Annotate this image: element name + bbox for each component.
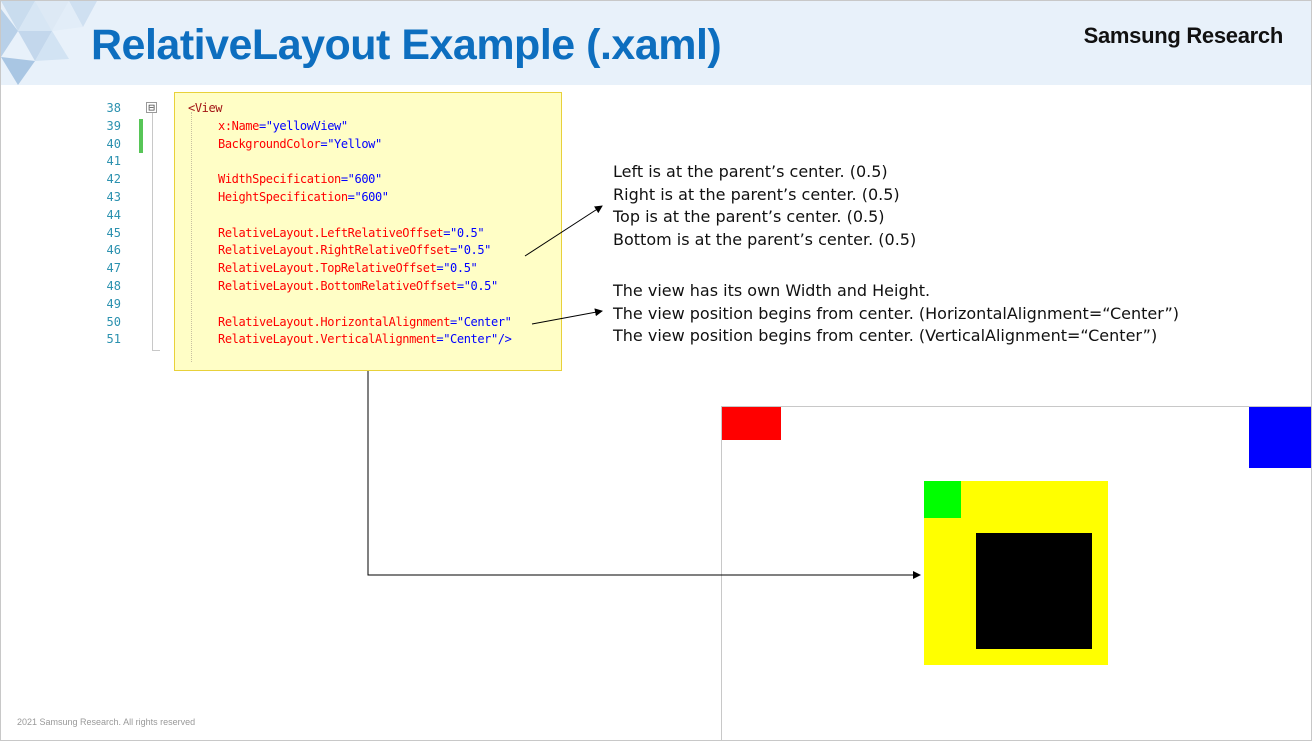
code-token: "600" (347, 172, 383, 187)
code-token: RelativeLayout.RightRelativeOffset (218, 243, 451, 258)
code-token: = (340, 172, 348, 187)
code-line: WidthSpecification="600" (218, 170, 382, 188)
line-number: 50 (106, 314, 121, 329)
explanation-line: Right is at the parent’s center. (0.5) (613, 184, 900, 204)
green-view (924, 481, 961, 518)
line-number: 39 (106, 118, 121, 133)
line-number: 40 (106, 136, 121, 151)
explanation-line: Top is at the parent’s center. (0.5) (613, 207, 885, 226)
code-token: "0.5" (456, 243, 492, 258)
code-line: x:Name="yellowView" (218, 117, 348, 135)
code-token: "600" (354, 190, 390, 204)
explanation-line: The view position begins from center. (V… (613, 326, 1158, 345)
code-token: "0.5" (450, 225, 485, 240)
explanation-line: The view position begins from center. (H… (613, 303, 1179, 323)
line-number: 42 (106, 172, 121, 187)
line-number: 44 (106, 207, 121, 222)
code-token: RelativeLayout.TopRelativeOffset (218, 261, 437, 276)
code-token: BackgroundColor (218, 136, 321, 151)
code-token: RelativeLayout.LeftRelativeOffset (218, 225, 444, 240)
copyright-footer: 2021 Samsung Research. All rights reserv… (17, 717, 196, 727)
line-number: 43 (106, 189, 121, 204)
layout-preview (721, 406, 1311, 740)
code-line: BackgroundColor="Yellow" (218, 135, 382, 153)
code-token: <View (188, 101, 223, 115)
code-token: RelativeLayout.VerticalAlignment (218, 332, 437, 347)
line-number: 46 (106, 243, 121, 258)
code-token: = (347, 190, 355, 204)
code-line: RelativeLayout.BottomRelativeOffset="0.5… (218, 277, 498, 295)
line-number: 49 (106, 296, 121, 311)
explanation-line: The view has its own Width and Height. (613, 281, 931, 300)
collapse-icon[interactable]: ⊟ (146, 102, 157, 113)
line-number: 51 (106, 332, 121, 347)
code-token: = (436, 261, 444, 276)
explanation-line: Bottom is at the parent’s center. (0.5) (613, 229, 917, 249)
yellow-view (924, 481, 1108, 665)
code-line: RelativeLayout.LeftRelativeOffset="0.5" (218, 224, 485, 242)
code-line: <View (188, 99, 223, 117)
code-token: "yellowView" (265, 118, 348, 133)
line-number: 48 (106, 278, 121, 293)
line-number: 38 (106, 101, 121, 115)
brand-logo: Samsung Research (1083, 23, 1284, 48)
code-token: RelativeLayout.HorizontalAlignment (218, 314, 451, 329)
blue-view (1249, 407, 1311, 468)
code-token: = (436, 332, 444, 347)
code-token: "Center" (456, 314, 512, 329)
header-band (1, 1, 1311, 85)
code-token: = (456, 279, 464, 293)
line-number: 41 (106, 154, 121, 169)
code-token: "Center" (443, 332, 498, 347)
code-token: RelativeLayout.BottomRelativeOffset (218, 279, 457, 293)
code-token: "0.5" (463, 279, 499, 293)
explanation-line: Left is at the parent’s center. (0.5) (613, 162, 888, 181)
code-token: = (320, 136, 328, 151)
code-token: x:Name (218, 118, 259, 133)
code-token: = (450, 314, 457, 329)
changed-lines-marker (139, 119, 143, 153)
line-number-gutter: 38 39 40 41 42 43 44 45 46 47 48 49 50 51 (97, 100, 121, 349)
alignment-explanation: The view has its own Width and Height. Th… (613, 280, 1179, 348)
page-title: RelativeLayout Example (.xaml) (91, 21, 722, 69)
fold-guide-end (152, 350, 160, 351)
black-view (976, 533, 1092, 649)
red-view (722, 407, 781, 440)
code-token: HeightSpecification (218, 190, 348, 204)
code-token: "Yellow" (327, 136, 382, 151)
code-token: = (443, 225, 451, 240)
offset-explanation: Left is at the parent’s center. (0.5) Rig… (613, 161, 916, 251)
code-line: RelativeLayout.RightRelativeOffset="0.5" (218, 241, 491, 259)
code-line: RelativeLayout.HorizontalAlignment="Cent… (218, 313, 512, 331)
code-token: "0.5" (443, 261, 478, 276)
indent-guide (191, 112, 192, 362)
line-number: 45 (106, 225, 121, 240)
code-line: RelativeLayout.VerticalAlignment="Center… (218, 330, 512, 348)
fold-guide-line (152, 111, 153, 351)
code-token: = (258, 118, 266, 133)
code-line: RelativeLayout.TopRelativeOffset="0.5" (218, 259, 478, 277)
code-token: WidthSpecification (218, 172, 341, 187)
code-line: HeightSpecification="600" (218, 188, 389, 206)
code-token: = (450, 243, 457, 258)
line-number: 47 (106, 261, 121, 276)
code-token: /> (497, 332, 512, 347)
triangle-decoration (1, 1, 97, 85)
